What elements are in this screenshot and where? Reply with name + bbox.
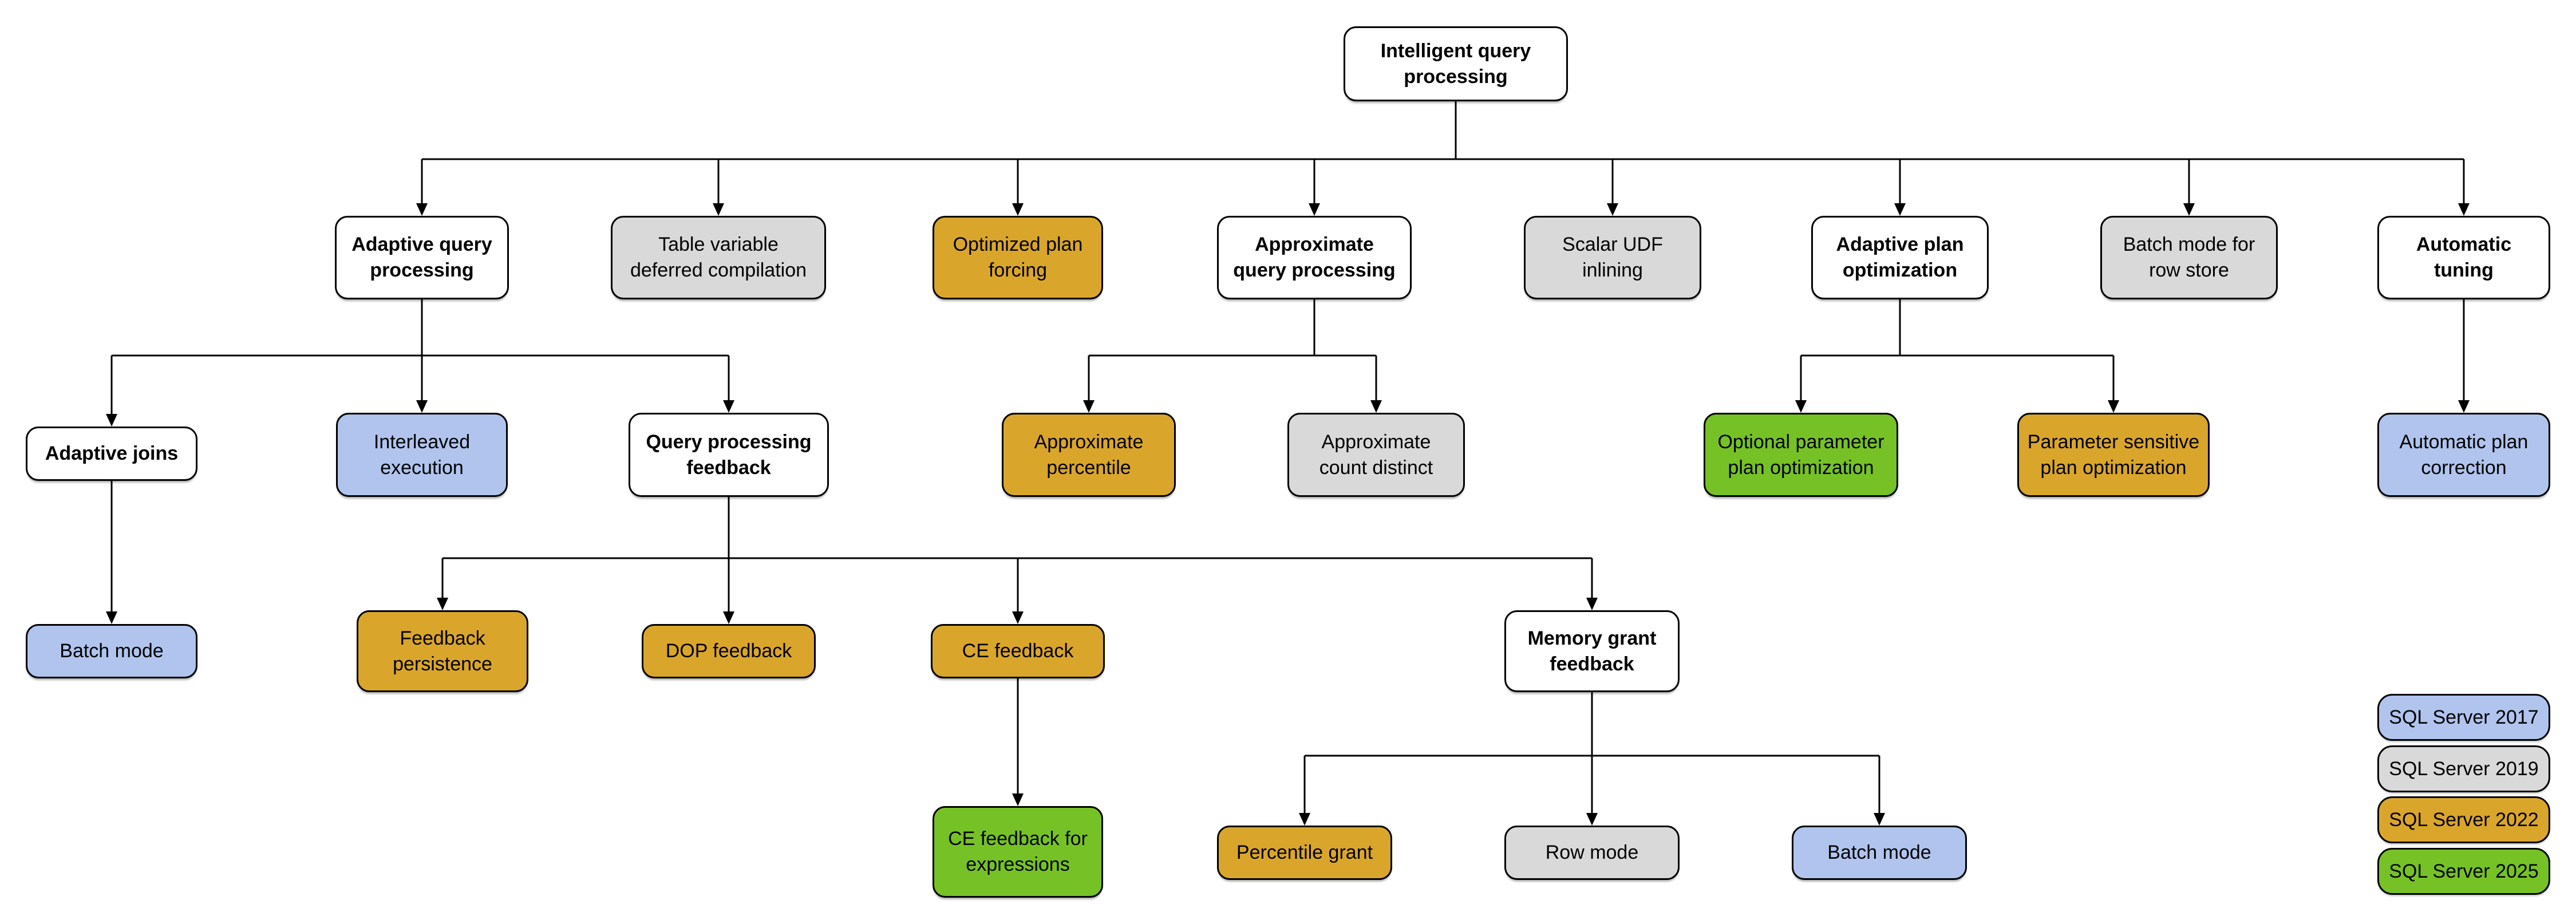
node-approximate-query-processing: Approximate query processing: [1217, 216, 1412, 299]
node-parameter-sensitive-plan-optimization: Parameter sensitive plan optimization: [2017, 413, 2210, 497]
node-label: Percentile grant: [1236, 842, 1373, 864]
node-label: Adaptive plan optimization: [1836, 234, 1964, 281]
node-label: Automatic tuning: [2416, 234, 2512, 281]
node-label: DOP feedback: [665, 640, 792, 662]
node-memory-grant-feedback: Memory grant feedback: [1504, 610, 1680, 692]
node-interleaved-execution: Interleaved execution: [336, 413, 508, 497]
node-label: Feedback persistence: [393, 627, 492, 675]
legend-item-sql-server-2022: SQL Server 2022: [2377, 796, 2550, 843]
node-label: Table variable deferred compilation: [630, 234, 807, 281]
node-approximate-count-distinct: Approximate count distinct: [1287, 413, 1465, 497]
node-optimized-plan-forcing: Optimized plan forcing: [933, 216, 1103, 299]
node-optional-parameter-plan-optimization: Optional parameter plan optimization: [1704, 413, 1898, 497]
node-label: Automatic plan correction: [2399, 431, 2528, 479]
legend-label: SQL Server 2017: [2389, 706, 2539, 728]
node-label: CE feedback: [962, 640, 1074, 662]
node-label: Batch mode: [60, 640, 164, 662]
node-adaptive-joins: Adaptive joins: [26, 427, 197, 481]
node-ce-feedback: CE feedback: [931, 624, 1105, 678]
node-label: Batch mode: [1827, 842, 1931, 864]
node-query-processing-feedback: Query processing feedback: [629, 413, 829, 497]
node-label: Approximate count distinct: [1319, 431, 1433, 479]
node-root: Intelligent query processing: [1344, 26, 1568, 101]
node-label: Scalar UDF inlining: [1562, 234, 1663, 281]
legend-item-sql-server-2017: SQL Server 2017: [2377, 694, 2550, 741]
node-feedback-persistence: Feedback persistence: [357, 610, 528, 692]
node-batch-mode-memory-grant: Batch mode: [1792, 826, 1967, 880]
node-label: Row mode: [1545, 842, 1639, 864]
legend-item-sql-server-2025: SQL Server 2025: [2377, 848, 2550, 895]
node-label: Approximate query processing: [1233, 234, 1396, 281]
node-label: Batch mode for row store: [2123, 234, 2255, 281]
node-label: Interleaved execution: [373, 431, 471, 479]
node-label: Query processing feedback: [646, 431, 812, 479]
node-label: Adaptive query processing: [351, 234, 492, 281]
legend-item-sql-server-2019: SQL Server 2019: [2377, 745, 2550, 792]
node-adaptive-plan-optimization: Adaptive plan optimization: [1811, 216, 1989, 299]
node-label: Optional parameter plan optimization: [1717, 431, 1884, 479]
node-automatic-tuning: Automatic tuning: [2377, 216, 2550, 299]
node-table-variable-deferred-compilation: Table variable deferred compilation: [611, 216, 826, 299]
node-batch-mode-for-row-store: Batch mode for row store: [2100, 216, 2278, 299]
node-ce-feedback-for-expressions: CE feedback for expressions: [933, 806, 1103, 898]
node-batch-mode-adaptive-joins: Batch mode: [26, 624, 197, 678]
legend-label: SQL Server 2019: [2389, 757, 2539, 780]
node-label: Approximate percentile: [1034, 431, 1144, 479]
node-row-mode: Row mode: [1504, 826, 1680, 880]
node-scalar-udf-inlining: Scalar UDF inlining: [1524, 216, 1701, 299]
node-automatic-plan-correction: Automatic plan correction: [2377, 413, 2550, 497]
legend-label: SQL Server 2025: [2389, 860, 2539, 882]
node-approximate-percentile: Approximate percentile: [1002, 413, 1176, 497]
node-percentile-grant: Percentile grant: [1217, 826, 1392, 880]
node-label: Intelligent query processing: [1380, 40, 1531, 88]
node-adaptive-query-processing: Adaptive query processing: [335, 216, 509, 299]
legend-label: SQL Server 2022: [2389, 808, 2539, 831]
node-label: Memory grant feedback: [1527, 627, 1657, 675]
node-label: Adaptive joins: [45, 443, 179, 465]
node-label: Parameter sensitive plan optimization: [2027, 431, 2200, 479]
node-label: Optimized plan forcing: [953, 234, 1083, 281]
node-dop-feedback: DOP feedback: [642, 624, 816, 678]
node-label: CE feedback for expressions: [948, 828, 1088, 875]
